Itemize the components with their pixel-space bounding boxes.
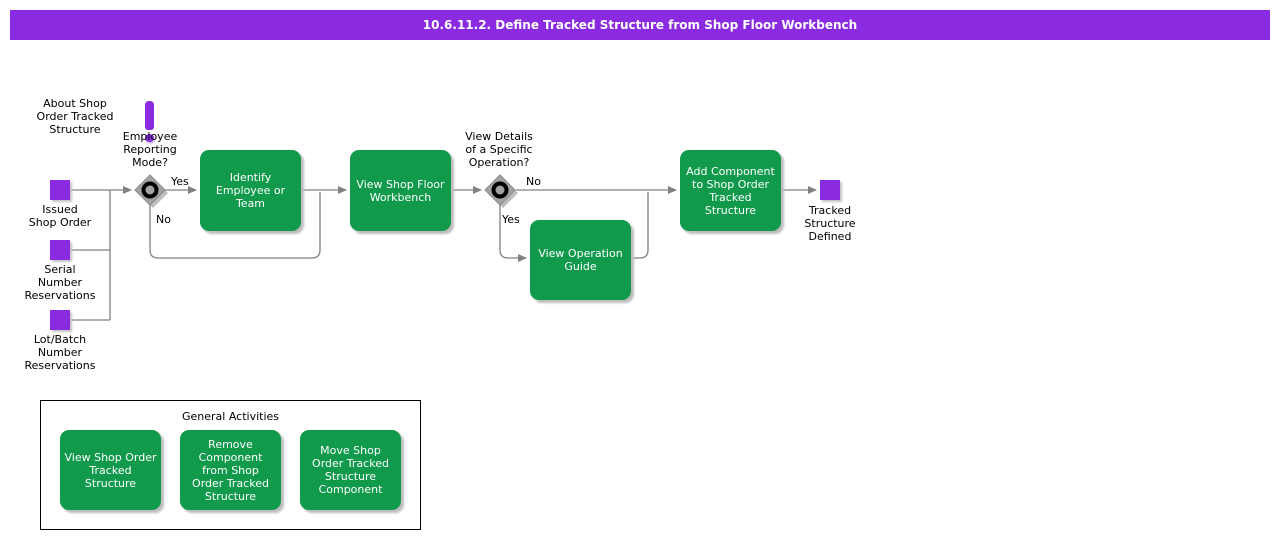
start-event-serial-number-reservations[interactable] xyxy=(50,240,70,260)
gateway1-circle xyxy=(141,181,159,199)
gateway1-diamond xyxy=(134,174,166,206)
task-move-tracked-structure-component[interactable]: Move Shop Order Tracked Structure Compon… xyxy=(300,430,401,510)
process-title-bar: 10.6.11.2. Define Tracked Structure from… xyxy=(10,10,1270,40)
start-event-lot-batch-reservations-label: Lot/Batch Number Reservations xyxy=(24,333,96,372)
start-event-serial-number-reservations-label: Serial Number Reservations xyxy=(24,263,96,302)
task-identify-employee-or-team[interactable]: Identify Employee or Team xyxy=(200,150,301,231)
task-view-shop-order-tracked-structure[interactable]: View Shop Order Tracked Structure xyxy=(60,430,161,510)
gateway1-no-label: No xyxy=(156,213,171,226)
about-note-icon[interactable] xyxy=(66,48,154,142)
exclamation-icon xyxy=(145,101,154,130)
task-view-operation-guide[interactable]: View Operation Guide xyxy=(530,220,631,300)
connector-guide-return xyxy=(631,192,649,259)
start-event-issued-shop-order-label: Issued Shop Order xyxy=(28,203,92,229)
gateway2-shadow xyxy=(488,178,518,208)
exclamation-dot xyxy=(145,134,154,142)
gateway2-diamond xyxy=(484,174,516,206)
task-view-shop-floor-workbench[interactable]: View Shop Floor Workbench xyxy=(350,150,451,231)
process-title: 10.6.11.2. Define Tracked Structure from… xyxy=(422,18,858,32)
end-event-tracked-structure-defined[interactable] xyxy=(820,180,840,200)
general-activities-title: General Activities xyxy=(181,410,280,423)
gateway-view-details-operation xyxy=(484,174,518,208)
gateway1-question-label: Employee Reporting Mode? xyxy=(122,130,178,169)
gateway2-yes-label: Yes xyxy=(502,213,520,226)
end-event-label: Tracked Structure Defined xyxy=(804,204,856,243)
start-event-issued-shop-order[interactable] xyxy=(50,180,70,200)
gateway1-shadow xyxy=(138,178,168,208)
start-event-lot-batch-reservations[interactable] xyxy=(50,310,70,330)
gateway2-circle xyxy=(491,181,509,199)
gateway1-yes-label: Yes xyxy=(171,175,189,188)
task-add-component-tracked-structure[interactable]: Add Component to Shop Order Tracked Stru… xyxy=(680,150,781,231)
gateway-employee-reporting-mode xyxy=(134,174,168,208)
task-remove-component-tracked-structure[interactable]: Remove Component from Shop Order Tracked… xyxy=(180,430,281,510)
gateway2-no-label: No xyxy=(526,175,541,188)
gateway2-question-label: View Details of a Specific Operation? xyxy=(465,130,533,169)
about-note-label: About Shop Order Tracked Structure xyxy=(36,97,114,136)
